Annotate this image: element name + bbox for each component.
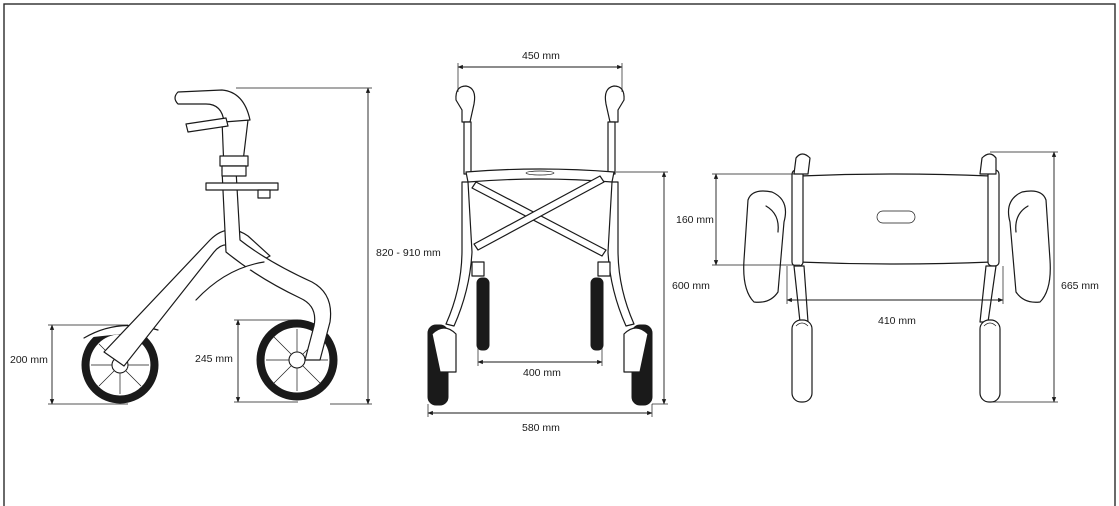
handle-height-label: 820 - 910 mm <box>376 247 441 259</box>
front-dimensions: 450 mm 400 mm 580 mm 600 mm <box>427 50 710 434</box>
front-left-handle <box>455 85 476 123</box>
side-rear-leg <box>221 169 332 361</box>
seat-depth-label: 160 mm <box>676 214 714 226</box>
top-right-brake-pod <box>1007 190 1051 303</box>
side-handle <box>174 89 251 123</box>
front-view <box>427 85 653 406</box>
seat-width-label: 410 mm <box>878 315 916 327</box>
inner-wheel-width-label: 400 mm <box>523 367 561 379</box>
top-view <box>743 153 1051 403</box>
top-width-label: 450 mm <box>522 50 560 62</box>
side-dimensions: 200 mm 245 mm 820 - 910 mm <box>10 87 441 405</box>
total-depth-label: 665 mm <box>1061 280 1099 292</box>
top-right-wheel <box>979 319 1001 403</box>
top-seat <box>797 173 993 265</box>
side-brake-lever <box>185 117 229 133</box>
top-dimensions: 160 mm 410 mm 665 mm <box>676 151 1099 403</box>
seat-height-label: 600 mm <box>672 280 710 292</box>
side-seat <box>205 182 279 191</box>
rear-wheel-height-label: 245 mm <box>195 353 233 365</box>
front-wheel-height-label: 200 mm <box>10 354 48 366</box>
front-cross-brace-b <box>473 175 605 251</box>
top-left-wheel <box>791 319 813 403</box>
front-right-handle <box>604 85 625 123</box>
side-view <box>81 89 338 404</box>
drawing-frame <box>3 3 1116 506</box>
top-seat-handle-slot <box>876 210 916 224</box>
front-left-rear-wheel <box>476 277 490 351</box>
total-width-label: 580 mm <box>522 422 560 434</box>
front-right-rear-wheel <box>590 277 604 351</box>
top-left-brake-pod <box>743 190 787 303</box>
front-cross-brace-a <box>471 181 607 257</box>
